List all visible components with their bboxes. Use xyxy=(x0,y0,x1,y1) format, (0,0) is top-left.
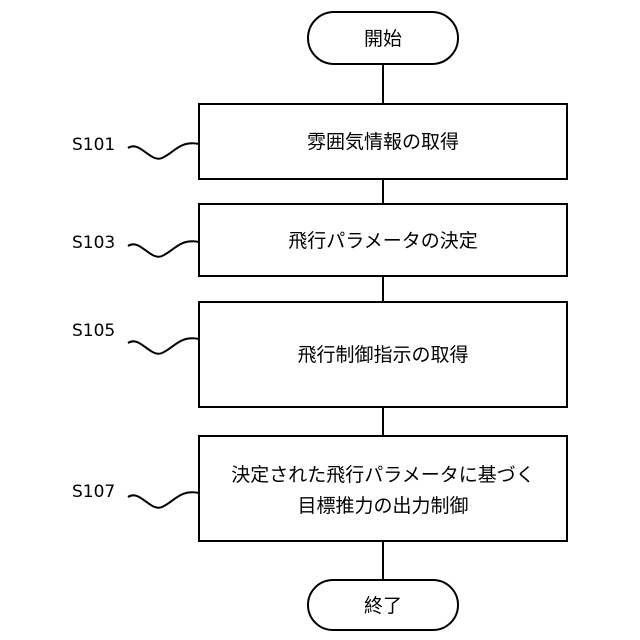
end-terminal: 終了 xyxy=(308,580,458,630)
process-label-s101: 雰囲気情報の取得 xyxy=(307,131,459,153)
step-leader-s107 xyxy=(128,492,199,507)
step-leader-s103 xyxy=(128,241,199,256)
process-label-s107-line1: 決定された飛行パラメータに基づく xyxy=(231,464,534,486)
start-terminal: 開始 xyxy=(308,12,458,64)
process-box-s107: 決定された飛行パラメータに基づく 目標推力の出力制御 xyxy=(199,436,567,541)
step-label-s101: S101 xyxy=(72,135,115,155)
step-leader-s101 xyxy=(128,143,199,158)
process-label-s103: 飛行パラメータの決定 xyxy=(288,230,477,252)
step-label-s103: S103 xyxy=(72,233,115,253)
end-label: 終了 xyxy=(364,595,402,617)
process-box-s105: 飛行制御指示の取得 xyxy=(199,302,567,407)
process-box-s103: 飛行パラメータの決定 xyxy=(199,204,567,276)
step-label-s105: S105 xyxy=(72,321,115,341)
process-label-s107-line2: 目標推力の出力制御 xyxy=(297,495,468,517)
start-label: 開始 xyxy=(364,28,402,50)
step-label-s107: S107 xyxy=(72,482,115,502)
step-leader-s105 xyxy=(128,338,199,353)
process-box-s101: 雰囲気情報の取得 xyxy=(199,104,567,179)
process-label-s105: 飛行制御指示の取得 xyxy=(297,344,468,366)
